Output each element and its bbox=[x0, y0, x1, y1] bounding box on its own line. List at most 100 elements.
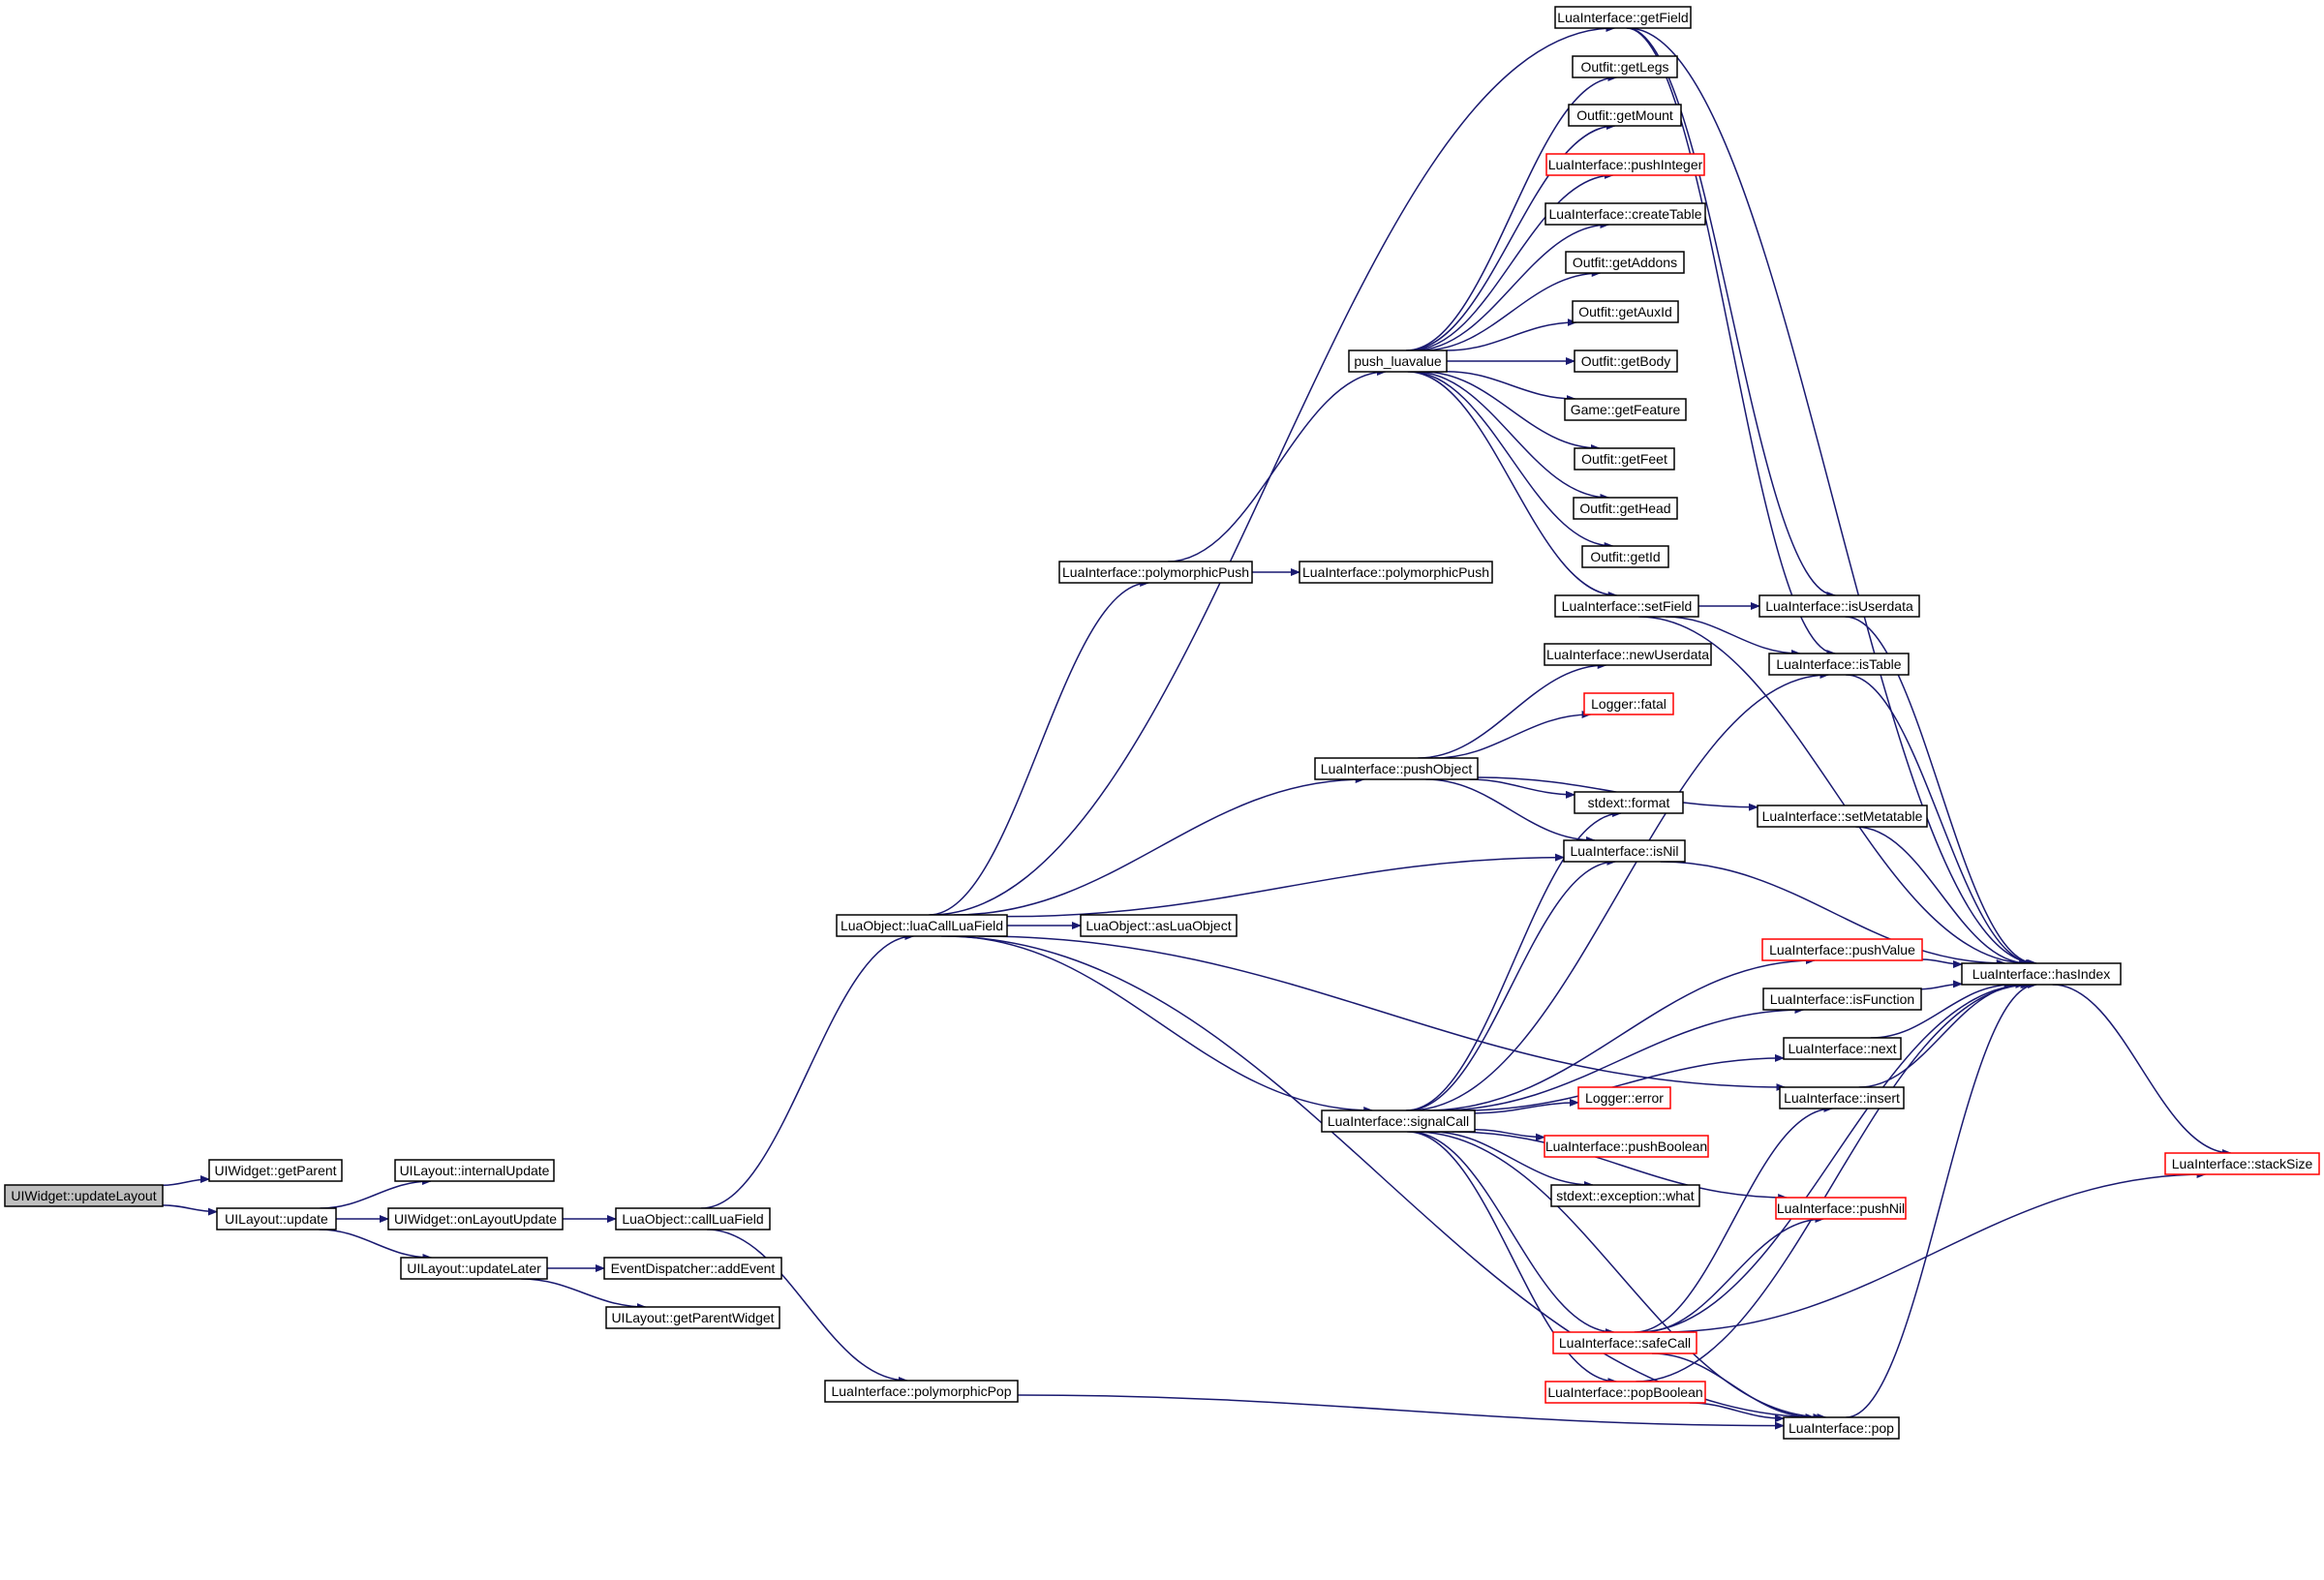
graph-node-luainterface-pop[interactable]: LuaInterface::pop bbox=[1783, 1416, 1900, 1440]
graph-node-uilayout-updatelater[interactable]: UILayout::updateLater bbox=[400, 1257, 548, 1280]
node-box bbox=[1768, 653, 1910, 676]
node-box bbox=[1573, 497, 1678, 520]
node-box bbox=[1299, 561, 1493, 584]
nodes-layer: UIWidget::updateLayout UIWidget::getParen… bbox=[4, 6, 2320, 1440]
graph-node-luainterface-createtable[interactable]: LuaInterface::createTable bbox=[1544, 202, 1706, 226]
graph-node-luaobject-asluaobject[interactable]: LuaObject::asLuaObject bbox=[1080, 914, 1238, 937]
call-edge-luainterface_next-to-luainterface_hasindex bbox=[1870, 981, 2014, 1039]
graph-node-luainterface-popboolean[interactable]: LuaInterface::popBoolean bbox=[1544, 1381, 1706, 1404]
graph-node-luainterface-isnil[interactable]: LuaInterface::isNil bbox=[1563, 839, 1686, 863]
node-label: LuaInterface::isTable bbox=[1776, 656, 1901, 672]
call-edge-push_luavalue-to-outfit_getmount bbox=[1407, 122, 1616, 351]
node-box bbox=[2164, 1152, 2320, 1175]
graph-node-luainterface-polymorphicpop[interactable]: LuaInterface::polymorphicPop bbox=[824, 1380, 1019, 1403]
call-edge-luainterface_setmetatable-to-luainterface_hasindex bbox=[1855, 826, 2030, 967]
graph-node-luainterface-next[interactable]: LuaInterface::next bbox=[1783, 1037, 1902, 1060]
node-label: LuaInterface::setField bbox=[1562, 598, 1693, 614]
node-label: Logger::error bbox=[1585, 1090, 1664, 1106]
graph-node-uilayout-internalupdate[interactable]: UILayout::internalUpdate bbox=[394, 1159, 555, 1182]
graph-node-uilayout-update[interactable]: UILayout::update bbox=[216, 1207, 337, 1231]
call-edge-push_luavalue-to-outfit_getfeet bbox=[1422, 371, 1602, 452]
node-box bbox=[1583, 692, 1674, 715]
graph-node-outfit-getaddons[interactable]: Outfit::getAddons bbox=[1565, 251, 1685, 274]
call-edge-luainterface_signalcall-to-logger_error bbox=[1474, 1098, 1579, 1114]
node-box bbox=[1544, 643, 1712, 666]
graph-node-logger-fatal[interactable]: Logger::fatal bbox=[1583, 692, 1674, 715]
graph-node-luainterface-pushnil[interactable]: LuaInterface::pushNil bbox=[1775, 1197, 1907, 1220]
graph-node-luainterface-stacksize[interactable]: LuaInterface::stackSize bbox=[2164, 1152, 2320, 1175]
graph-node-luainterface-setfield[interactable]: LuaInterface::setField bbox=[1554, 594, 1699, 618]
node-box bbox=[1554, 6, 1692, 29]
graph-node-uiwidget-updatelayout[interactable]: UIWidget::updateLayout bbox=[4, 1184, 164, 1207]
node-box bbox=[1757, 805, 1928, 828]
graph-node-luainterface-pushvalue[interactable]: LuaInterface::pushValue bbox=[1761, 938, 1923, 961]
graph-node-outfit-getid[interactable]: Outfit::getId bbox=[1581, 545, 1669, 568]
node-label: LuaObject::luaCallLuaField bbox=[841, 918, 1003, 933]
graph-node-luainterface-insert[interactable]: LuaInterface::insert bbox=[1779, 1086, 1905, 1109]
graph-node-eventdispatcher-addevent[interactable]: EventDispatcher::addEvent bbox=[603, 1257, 782, 1280]
node-label: LuaInterface::isUserdata bbox=[1765, 598, 1913, 614]
graph-node-luainterface-pushboolean[interactable]: LuaInterface::pushBoolean bbox=[1544, 1135, 1709, 1158]
node-label: Outfit::getBody bbox=[1581, 353, 1671, 369]
node-box bbox=[1564, 398, 1687, 421]
graph-node-game-getfeature[interactable]: Game::getFeature bbox=[1564, 398, 1687, 421]
call-edge-luainterface_signalcall-to-luainterface_isfunction bbox=[1437, 1006, 1805, 1111]
graph-node-uiwidget-onlayoutupdate[interactable]: UIWidget::onLayoutUpdate bbox=[387, 1207, 564, 1231]
node-label: LuaInterface::hasIndex bbox=[1972, 966, 2110, 982]
node-label: stdext::format bbox=[1588, 795, 1670, 810]
node-box bbox=[1348, 349, 1448, 373]
call-edge-push_luavalue-to-outfit_getid bbox=[1410, 371, 1614, 550]
graph-node-outfit-getbody[interactable]: Outfit::getBody bbox=[1574, 349, 1678, 373]
graph-node-logger-error[interactable]: Logger::error bbox=[1577, 1086, 1671, 1109]
node-label: Outfit::getAuxId bbox=[1578, 304, 1672, 319]
graph-node-luainterface-polymorphicpush2[interactable]: LuaInterface::polymorphicPush bbox=[1299, 561, 1493, 584]
call-edge-luainterface_signalcall-to-luainterface_pushnil bbox=[1452, 1131, 1789, 1201]
graph-node-uiwidget-getparent[interactable]: UIWidget::getParent bbox=[208, 1159, 343, 1182]
graph-node-luainterface-istable[interactable]: LuaInterface::isTable bbox=[1768, 653, 1910, 676]
node-label: LuaInterface::pushObject bbox=[1321, 761, 1473, 776]
graph-node-outfit-getmount[interactable]: Outfit::getMount bbox=[1568, 104, 1682, 127]
node-box bbox=[1574, 447, 1675, 471]
node-label: Outfit::getHead bbox=[1579, 501, 1670, 516]
graph-node-luainterface-isfunction[interactable]: LuaInterface::isFunction bbox=[1762, 988, 1922, 1011]
call-edge-luainterface_pop-to-luainterface_hasindex bbox=[1846, 981, 2038, 1418]
graph-node-push-luavalue[interactable]: push_luavalue bbox=[1348, 349, 1448, 373]
graph-node-outfit-gethead[interactable]: Outfit::getHead bbox=[1573, 497, 1678, 520]
node-box bbox=[1058, 561, 1253, 584]
graph-node-luainterface-pushobject[interactable]: LuaInterface::pushObject bbox=[1314, 757, 1479, 780]
graph-node-luaobject-luacallluafield[interactable]: LuaObject::luaCallLuaField bbox=[836, 914, 1008, 937]
graph-node-luainterface-setmetatable[interactable]: LuaInterface::setMetatable bbox=[1757, 805, 1928, 828]
node-box bbox=[1321, 1109, 1476, 1133]
graph-node-luainterface-getfield[interactable]: LuaInterface::getField bbox=[1554, 6, 1692, 29]
node-label: LuaInterface::polymorphicPush bbox=[1302, 564, 1489, 580]
graph-node-luainterface-isuserdata[interactable]: LuaInterface::isUserdata bbox=[1758, 594, 1920, 618]
node-label: UILayout::internalUpdate bbox=[400, 1163, 550, 1178]
graph-node-luainterface-pushinteger[interactable]: LuaInterface::pushInteger bbox=[1545, 153, 1705, 176]
call-edge-luainterface_pushvalue-to-luainterface_hasindex bbox=[1921, 958, 1963, 969]
node-label: LuaInterface::popBoolean bbox=[1547, 1384, 1702, 1400]
node-label: LuaInterface::newUserdata bbox=[1546, 647, 1709, 662]
node-box bbox=[1545, 153, 1705, 176]
graph-node-stdext-exception-what[interactable]: stdext::exception::what bbox=[1550, 1184, 1700, 1207]
call-edge-luainterface_getfield-to-luainterface_hasindex bbox=[1627, 27, 2038, 967]
graph-node-outfit-getlegs[interactable]: Outfit::getLegs bbox=[1572, 55, 1678, 78]
graph-node-stdext-format[interactable]: stdext::format bbox=[1574, 791, 1684, 814]
node-box bbox=[1544, 1381, 1706, 1404]
graph-node-luainterface-hasindex[interactable]: LuaInterface::hasIndex bbox=[1961, 962, 2122, 986]
call-edge-luainterface_isuserdata-to-luainterface_hasindex bbox=[1845, 616, 2036, 967]
graph-node-outfit-getauxid[interactable]: Outfit::getAuxId bbox=[1572, 300, 1679, 323]
node-label: Outfit::getLegs bbox=[1580, 59, 1668, 75]
call-edge-push_luavalue-to-luainterface_pushinteger bbox=[1410, 171, 1614, 351]
graph-node-luaobject-callluafield[interactable]: LuaObject::callLuaField bbox=[615, 1207, 771, 1231]
graph-node-luainterface-newuserdata[interactable]: LuaInterface::newUserdata bbox=[1544, 643, 1712, 666]
call-edge-luainterface_signalcall-to-luainterface_popboolean bbox=[1407, 1131, 1618, 1385]
graph-node-luainterface-safecall[interactable]: LuaInterface::safeCall bbox=[1552, 1331, 1697, 1354]
graph-node-uilayout-getparentwidget[interactable]: UILayout::getParentWidget bbox=[605, 1306, 780, 1329]
node-label: Outfit::getId bbox=[1590, 549, 1660, 564]
graph-node-luainterface-polymorphicpush[interactable]: LuaInterface::polymorphicPush bbox=[1058, 561, 1253, 584]
node-label: LuaInterface::polymorphicPop bbox=[832, 1383, 1012, 1399]
call-edge-luainterface_signalcall-to-luainterface_isnil bbox=[1407, 858, 1617, 1111]
graph-node-outfit-getfeet[interactable]: Outfit::getFeet bbox=[1574, 447, 1675, 471]
graph-node-luainterface-signalcall[interactable]: LuaInterface::signalCall bbox=[1321, 1109, 1476, 1133]
call-edge-push_luavalue-to-outfit_getlegs bbox=[1405, 74, 1618, 351]
